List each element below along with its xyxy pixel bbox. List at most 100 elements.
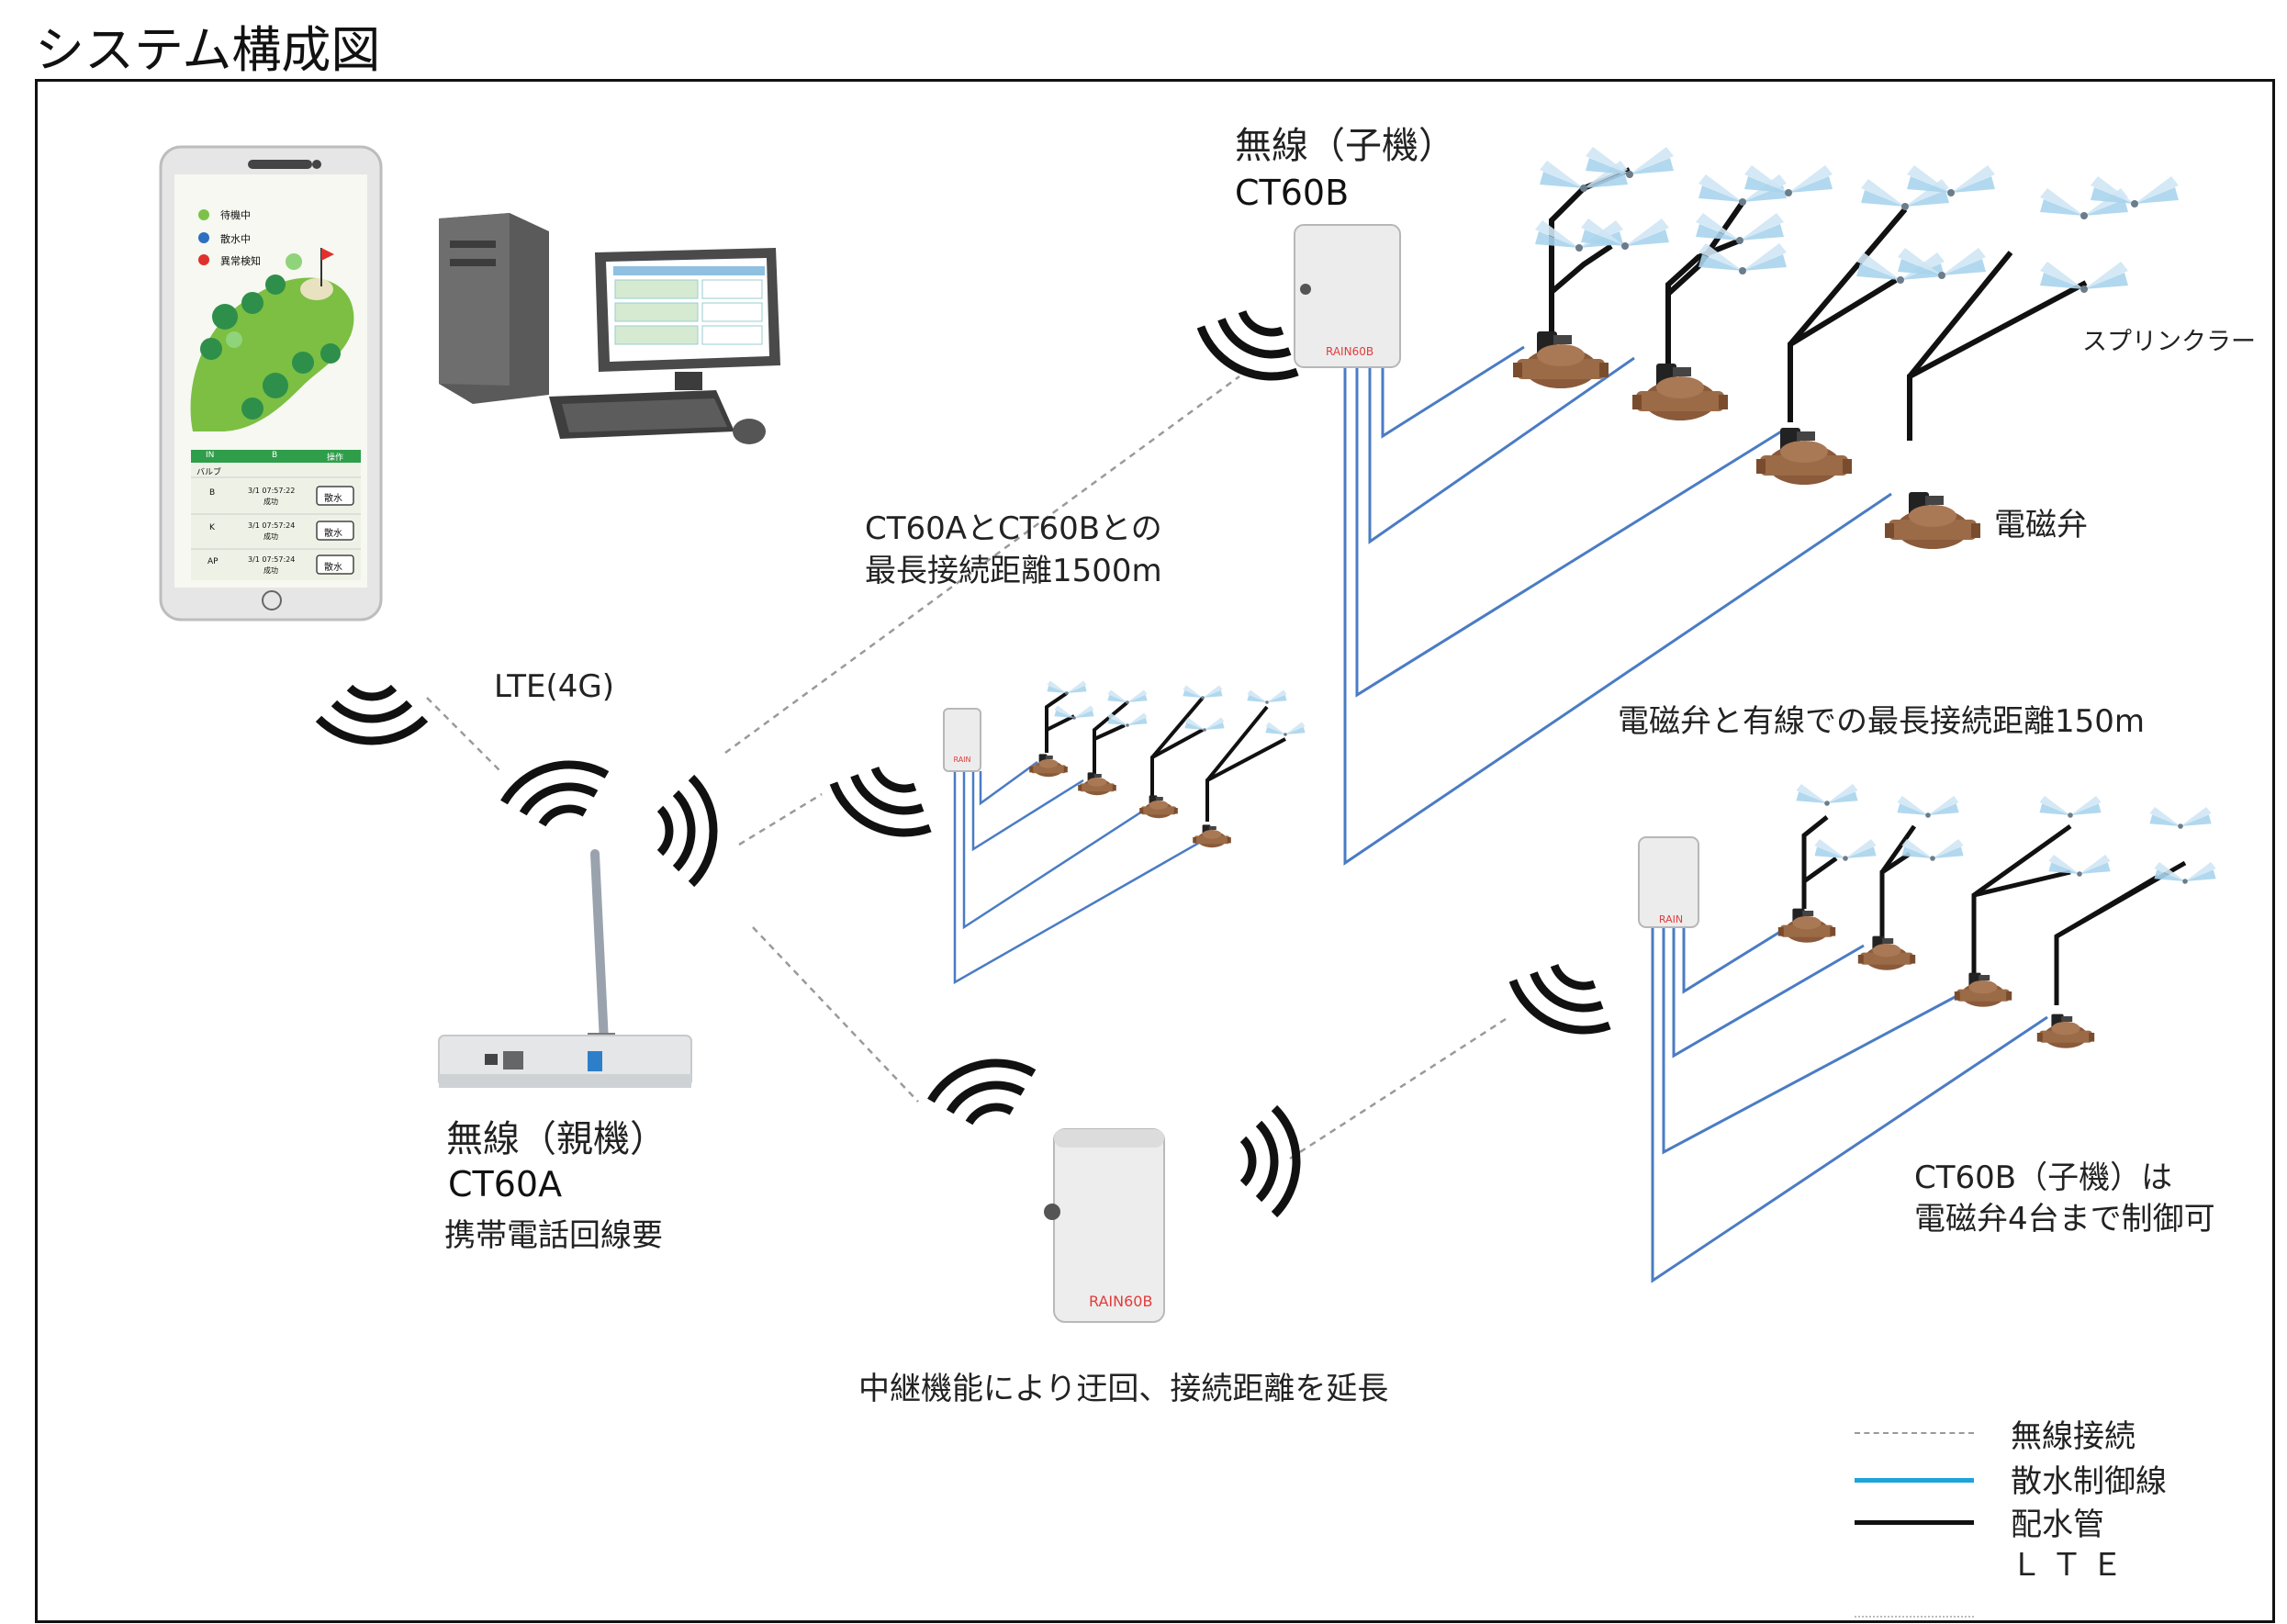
sprinkler-icon <box>1184 717 1225 732</box>
table-row-status: 成功 <box>263 566 278 575</box>
child-unit-3: RAIN <box>1638 815 2187 1283</box>
status-dot <box>198 254 209 265</box>
sprinkler-icon <box>1586 147 1674 178</box>
table-row-id: AP <box>207 557 219 566</box>
smartphone <box>159 145 383 622</box>
phone-legend-alert: 異常検知 <box>220 255 261 267</box>
valve-icon <box>1029 754 1068 778</box>
link-relay-child3 <box>1289 1017 1507 1160</box>
capacity-label-1: CT60B（子機）は <box>1914 1159 2173 1196</box>
legend-swatch-control <box>1855 1478 1974 1483</box>
sprinkler-icon <box>1054 705 1094 720</box>
sprinkler-icon <box>1265 722 1306 736</box>
legend-control: 散水制御線 <box>2011 1463 2167 1500</box>
valve-label: 電磁弁 <box>1994 507 2088 543</box>
table-header-action: 操作 <box>327 454 344 463</box>
link-parent-child1 <box>724 375 1240 755</box>
parent-unit-ct60a <box>438 849 692 1088</box>
status-dot <box>198 209 209 220</box>
water-button[interactable]: 散水 <box>324 529 342 539</box>
svg-text:RAIN: RAIN <box>1659 913 1683 925</box>
table-row-id: K <box>209 523 215 532</box>
legend-swatch-lte <box>1855 1616 1974 1618</box>
water-button[interactable]: 散水 <box>324 563 342 573</box>
lte-label: LTE(4G) <box>494 668 615 705</box>
parent-unit-model: CT60A <box>448 1164 563 1204</box>
sprinkler-icon <box>1698 243 1787 274</box>
link-parent-relay <box>752 926 919 1103</box>
valve-icon <box>1513 331 1609 388</box>
parent-unit-note: 携帯電話回線要 <box>444 1217 663 1254</box>
valve-icon <box>1954 972 2012 1007</box>
legend-swatch-wireless <box>1855 1432 1974 1434</box>
sprinkler-icon <box>1247 689 1287 704</box>
relay-note: 中継機能により迂回、接続距離を延長 <box>858 1371 1389 1407</box>
legend-wireless: 無線接続 <box>2011 1418 2136 1455</box>
child-unit-name: 無線（子機） <box>1235 125 1455 167</box>
wireless-wave-icon-parent-left <box>504 737 607 840</box>
table-section-label: バルブ <box>196 468 222 477</box>
valve-icon <box>1857 935 1916 970</box>
wireless-wave-icon-child1 <box>1201 301 1297 398</box>
legend-swatch-pipe <box>1855 1520 1974 1525</box>
wireless-wave-icon-child2 <box>834 757 930 854</box>
unit-brand-label: RAIN60B <box>1089 1293 1153 1310</box>
wireless-wave-icon-child3 <box>1513 955 1609 1051</box>
table-header-b: B <box>272 451 278 460</box>
relay-unit <box>1044 1128 1165 1323</box>
desktop-pc <box>439 213 780 444</box>
phone-legend-standby: 待機中 <box>220 209 251 221</box>
capacity-label-2: 電磁弁4台まで制御可 <box>1914 1201 2215 1238</box>
wireless-wave-icon-parent-right <box>638 778 745 884</box>
wired-distance-label: 電磁弁と有線での最長接続距離150m <box>1618 703 2146 740</box>
unit-brand-label: RAIN60B <box>1326 345 1374 358</box>
sprinkler-icon <box>1907 165 1995 196</box>
valve-icon <box>1139 795 1178 819</box>
wireless-distance-label-2: 最長接続距離1500m <box>865 553 1162 589</box>
table-row-status: 成功 <box>263 498 278 506</box>
wireless-distance-label-1: CT60AとCT60Bとの <box>865 510 1162 547</box>
wireless-links <box>426 375 1507 1160</box>
sprinkler-icon <box>1901 839 1964 861</box>
child-unit-2: RAIN <box>943 691 1286 985</box>
valve-icon <box>1632 364 1728 420</box>
valve-icon <box>1777 908 1836 943</box>
child-unit-model: CT60B <box>1235 173 1350 213</box>
status-dot <box>198 232 209 243</box>
table-row-time: 3/1 07:57:24 <box>248 555 296 564</box>
table-row-time: 3/1 07:57:24 <box>248 521 296 530</box>
sprinkler-icon <box>2149 807 2212 829</box>
child-unit-1 <box>1294 167 2088 866</box>
wireless-wave-icon-relay-left <box>931 1036 1034 1138</box>
sprinkler-icon <box>1696 213 1784 244</box>
sprinkler-icon <box>1107 689 1148 704</box>
link-phone-parent <box>426 697 501 772</box>
valve-icon <box>1078 772 1116 796</box>
sprinkler-icon <box>2039 796 2102 818</box>
legend-lte: ＬＴＥ <box>2011 1547 2132 1584</box>
table-row-status: 成功 <box>263 532 278 541</box>
parent-unit-name: 無線（親機） <box>446 1118 667 1160</box>
sprinkler-icon <box>1796 784 1858 806</box>
page-title: システム構成図 <box>35 21 381 79</box>
table-row-time: 3/1 07:57:22 <box>248 487 296 495</box>
link-parent-child2 <box>738 792 823 846</box>
wireless-wave-icon-phone <box>319 666 425 772</box>
table-row-id: B <box>209 488 216 498</box>
valve-icon <box>1885 492 1980 549</box>
svg-text:RAIN: RAIN <box>953 756 970 764</box>
sprinkler-icon <box>2040 262 2128 293</box>
sprinkler-icon <box>1814 839 1877 861</box>
sprinkler-icon <box>1183 685 1223 700</box>
sprinkler-icon <box>1047 680 1087 695</box>
table-header-in: IN <box>206 451 215 460</box>
sprinkler-label: スプリンクラー <box>2082 328 2256 356</box>
legend-pipe: 配水管 <box>2011 1506 2104 1543</box>
diagram-frame <box>35 79 2275 1623</box>
wireless-wave-icon-relay-right <box>1221 1108 1328 1215</box>
water-button[interactable]: 散水 <box>324 494 342 504</box>
sprinkler-icon <box>1107 712 1148 727</box>
sprinkler-icon <box>1897 796 1959 818</box>
phone-legend-watering: 散水中 <box>220 233 251 245</box>
